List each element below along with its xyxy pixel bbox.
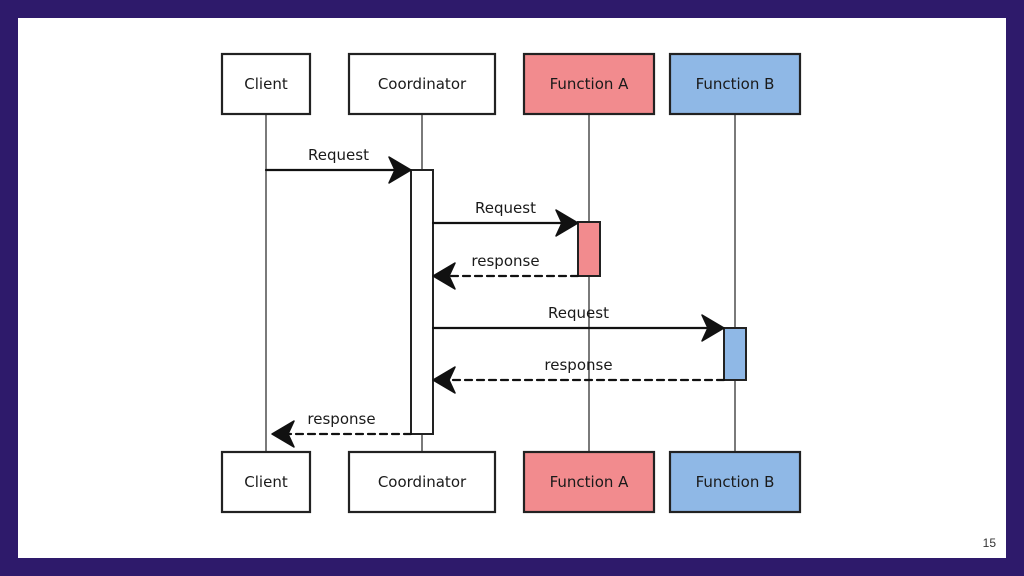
participant-box-function_b-bottom: Function B — [668, 450, 802, 514]
message-label: Request — [475, 199, 536, 217]
activation-bar-function_a — [577, 221, 601, 277]
participant-box-function_a-bottom: Function A — [522, 450, 656, 514]
page-number: 15 — [982, 536, 996, 550]
message-arrow: Request — [431, 304, 725, 342]
participant-label: Coordinator — [378, 473, 467, 491]
activation-bar-function_b — [723, 327, 747, 381]
message-arrow: Request — [264, 146, 412, 184]
participant-label: Client — [244, 473, 288, 491]
message-label: Request — [308, 146, 369, 164]
participant-label: Function A — [550, 473, 630, 491]
activation-bar-coordinator — [410, 169, 434, 435]
participant-box-function_b-top: Function B — [668, 52, 802, 116]
participant-box-coordinator-top: Coordinator — [347, 52, 497, 116]
message-arrow: response — [432, 252, 580, 290]
participant-label: Coordinator — [378, 75, 467, 93]
message-label: Request — [548, 304, 609, 322]
participant-box-client-top: Client — [220, 52, 312, 116]
message-arrow: Request — [431, 199, 579, 237]
participant-box-function_a-top: Function A — [522, 52, 656, 116]
message-label: response — [471, 252, 539, 270]
message-label: response — [307, 410, 375, 428]
participant-box-coordinator-bottom: Coordinator — [347, 450, 497, 514]
participant-label: Function B — [696, 473, 775, 491]
message-arrow: response — [271, 410, 413, 448]
participant-label: Function A — [550, 75, 630, 93]
message-label: response — [544, 356, 612, 374]
participant-label: Client — [244, 75, 288, 93]
message-arrow: response — [432, 356, 726, 394]
participant-label: Function B — [696, 75, 775, 93]
participant-box-client-bottom: Client — [220, 450, 312, 514]
